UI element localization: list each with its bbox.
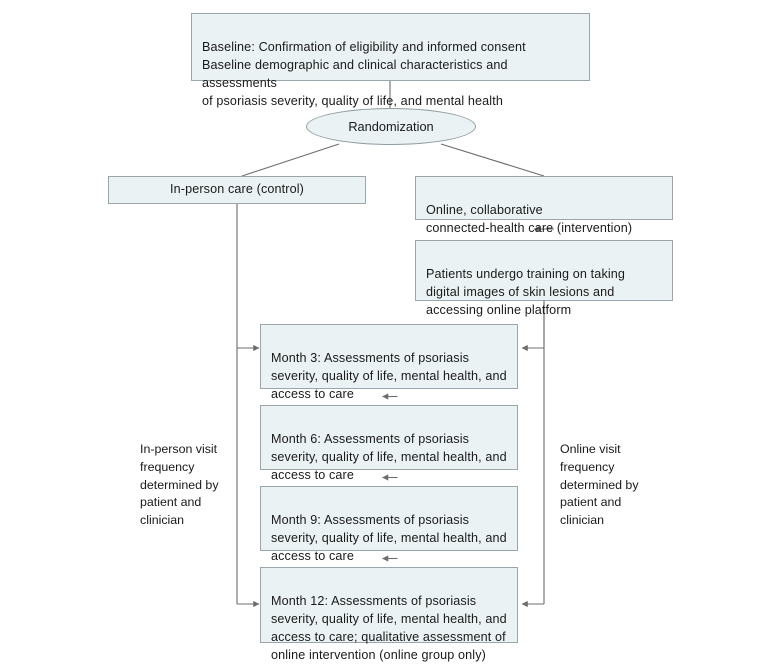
node-month-6[interactable]: Month 6: Assessments of psoriasis severi… — [260, 405, 518, 482]
node-month-12-text: Month 12: Assessments of psoriasis sever… — [271, 593, 507, 662]
node-training[interactable]: Patients undergo training on taking digi… — [415, 240, 673, 317]
node-month-9[interactable]: Month 9: Assessments of psoriasis severi… — [260, 486, 518, 563]
node-training-text: Patients undergo training on taking digi… — [426, 266, 626, 317]
annotation-right-visit-frequency: Online visit frequency determined by pat… — [560, 423, 665, 530]
node-control-arm-label: In-person care (control) — [170, 182, 304, 197]
edge-randomization-to-intervention — [440, 143, 545, 177]
node-baseline[interactable]: Baseline: Confirmation of eligibility an… — [191, 13, 590, 108]
node-control-arm[interactable]: In-person care (control) — [108, 176, 366, 204]
node-intervention-arm[interactable]: Online, collaborative connected-health c… — [415, 176, 673, 235]
node-randomization[interactable]: Randomization — [306, 108, 476, 145]
node-baseline-text: Baseline: Confirmation of eligibility an… — [202, 39, 526, 108]
node-month-3-text: Month 3: Assessments of psoriasis severi… — [271, 350, 507, 401]
annotation-left-text: In-person visit frequency determined by … — [140, 441, 219, 528]
node-month-6-text: Month 6: Assessments of psoriasis severi… — [271, 431, 507, 482]
node-intervention-arm-text: Online, collaborative connected-health c… — [426, 202, 633, 235]
node-month-3[interactable]: Month 3: Assessments of psoriasis severi… — [260, 324, 518, 401]
node-randomization-label: Randomization — [348, 119, 434, 134]
node-month-12[interactable]: Month 12: Assessments of psoriasis sever… — [260, 567, 518, 662]
node-month-9-text: Month 9: Assessments of psoriasis severi… — [271, 512, 507, 563]
annotation-right-text: Online visit frequency determined by pat… — [560, 441, 639, 528]
annotation-left-visit-frequency: In-person visit frequency determined by … — [140, 423, 240, 530]
edge-randomization-to-control — [241, 143, 340, 177]
